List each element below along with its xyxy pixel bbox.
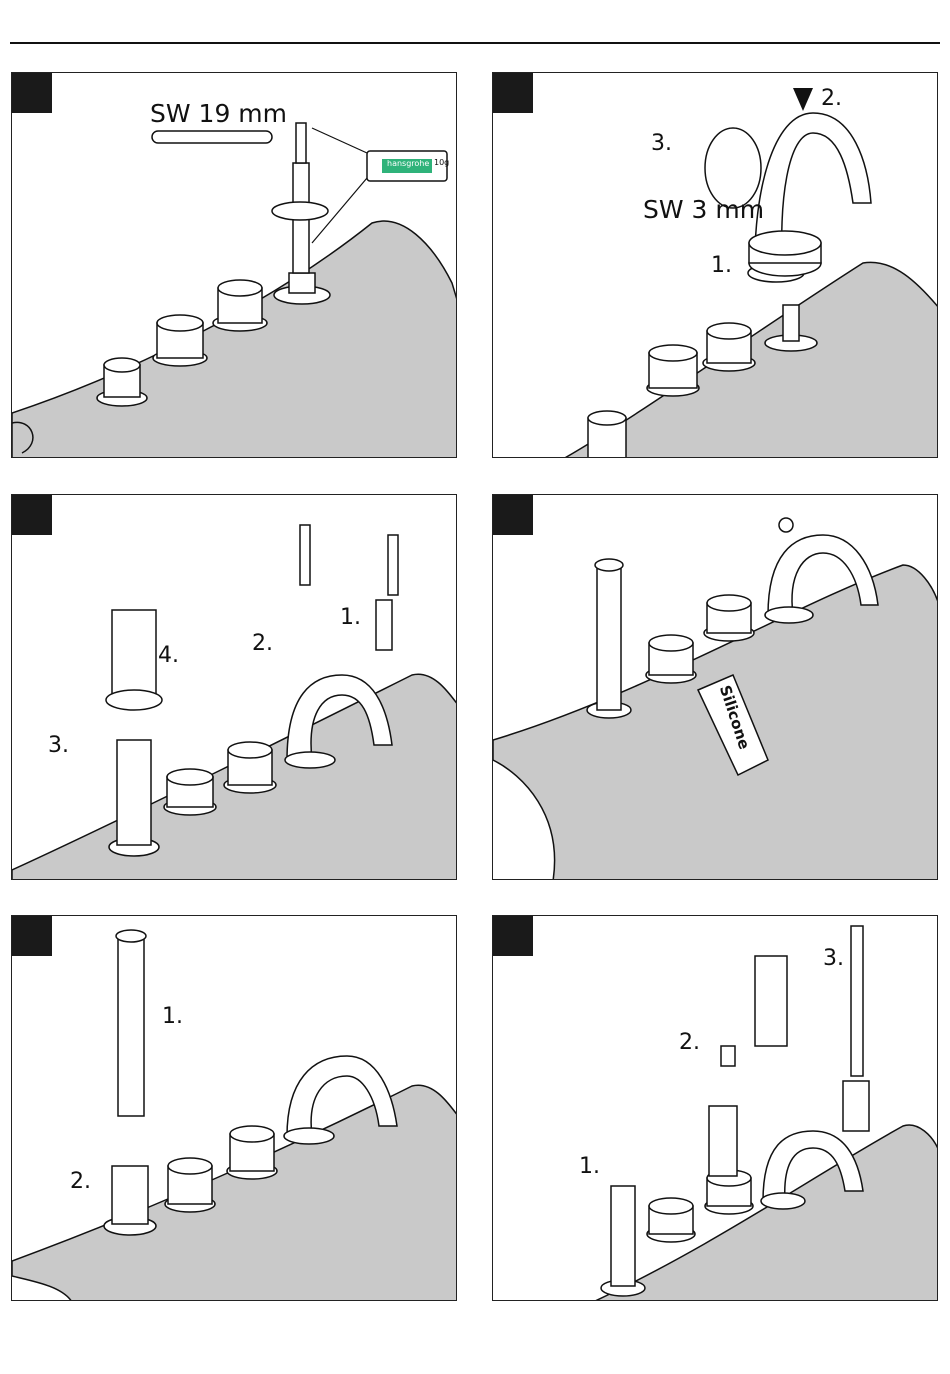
step-1-label: 1. bbox=[340, 607, 361, 629]
illustration-handle-removal bbox=[12, 495, 457, 880]
tube-brand-text: hansgrohe bbox=[387, 160, 429, 168]
step-2-label: 2. bbox=[252, 633, 273, 655]
illustration-diverter-install bbox=[493, 916, 938, 1301]
step-1-label: 1. bbox=[162, 1006, 183, 1028]
step-2-label: 2. bbox=[679, 1032, 700, 1054]
panel-1: SW 19 mm hansgrohe 10g bbox=[11, 72, 457, 458]
header-rule bbox=[10, 42, 940, 44]
step-2-label: 2. bbox=[821, 88, 842, 110]
panel-4: Silicone bbox=[492, 494, 938, 880]
wrench-size-label: SW 3 mm bbox=[643, 197, 764, 222]
panel-2: 2. 3. 1. SW 3 mm bbox=[492, 72, 938, 458]
panel-5: 1. 2. bbox=[11, 915, 457, 1301]
panel-3: 1. 2. 4. 3. bbox=[11, 494, 457, 880]
illustration-hose-install bbox=[12, 916, 457, 1301]
illustration-cartridge-install bbox=[12, 73, 457, 458]
tube-size-text: 10g bbox=[434, 159, 449, 167]
wrench-size-label: SW 19 mm bbox=[150, 101, 287, 126]
panel-6: 3. 2. 1. bbox=[492, 915, 938, 1301]
step-2-label: 2. bbox=[70, 1171, 91, 1193]
step-1-label: 1. bbox=[711, 255, 732, 277]
step-3-label: 3. bbox=[823, 948, 844, 970]
step-1-label: 1. bbox=[579, 1156, 600, 1178]
step-3-label: 3. bbox=[48, 735, 69, 757]
step-3-label: 3. bbox=[651, 133, 672, 155]
step-4-label: 4. bbox=[158, 645, 179, 667]
